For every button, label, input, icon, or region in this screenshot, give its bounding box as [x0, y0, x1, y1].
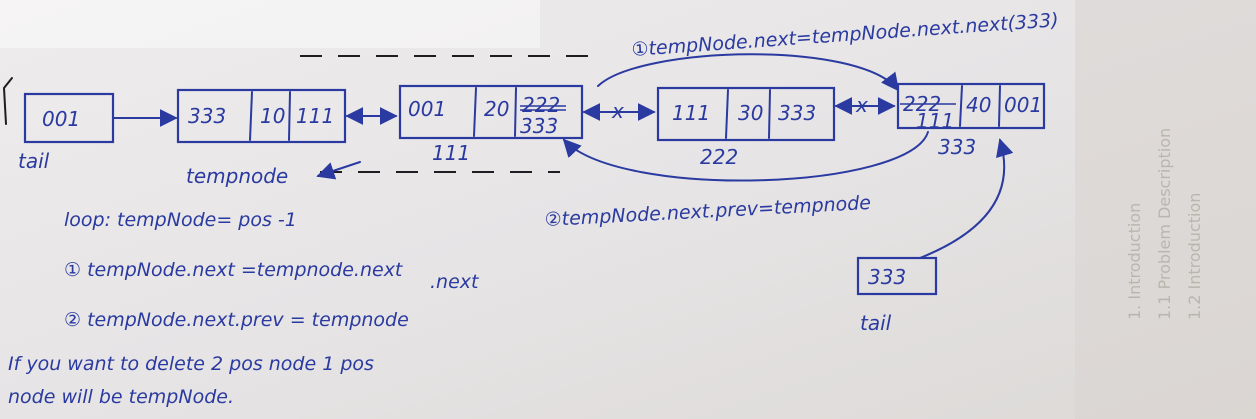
- node-111-next-old: 222: [522, 93, 560, 117]
- temp-node-label: tempnode: [186, 164, 288, 188]
- node-111-prev: 001: [408, 97, 446, 121]
- node-111-label: 111: [432, 141, 470, 165]
- node-333-label: 333: [938, 135, 976, 159]
- tail-box-label: tail: [860, 311, 892, 335]
- note-delete-line1: If you want to delete 2 pos node 1 pos: [8, 353, 374, 375]
- arrow-next-to-333: [597, 53, 900, 92]
- cut-mark-left: x: [611, 99, 624, 123]
- arrow-prev-to-111: [562, 131, 929, 182]
- arrow-tail-to-333: [919, 138, 1014, 259]
- note-step1-line2: .next: [430, 271, 480, 293]
- note-step1-line1: ① tempNode.next =tempnode.next: [64, 259, 404, 281]
- note-step2: ② tempNode.next.prev = tempnode: [64, 309, 409, 331]
- node-111: 001 20 222 333 111: [398, 84, 584, 165]
- top-step-annotation: ①tempNode.next=tempNode.next.next(333): [631, 9, 1060, 61]
- note-delete-line2: node will be tempNode.: [8, 386, 234, 408]
- node-333-data: 40: [966, 93, 991, 117]
- node-111-next-new: 333: [520, 114, 558, 138]
- temp-node-next: 111: [296, 104, 334, 128]
- node-222-next: 333: [778, 101, 816, 125]
- node-222-label: 222: [700, 145, 738, 169]
- tail-box: 333 tail: [856, 256, 938, 335]
- node-333-next: 001: [1004, 93, 1042, 117]
- tail-node-label: tail: [18, 149, 50, 173]
- temp-node-prev: 333: [188, 104, 226, 128]
- arrow-to-tempnode-label: [316, 161, 361, 180]
- node-222: 111 30 333 222: [656, 86, 836, 169]
- mid-step-annotation: ②tempNode.next.prev=tempnode: [544, 192, 871, 231]
- node-333: 222 40 001 111 333: [896, 82, 1046, 159]
- pencil-mark-left: [3, 77, 13, 125]
- bg-text-2: 1.1 Problem Description: [1155, 128, 1174, 320]
- node-333-prev-new: 111: [916, 109, 954, 133]
- temp-node: 333 10 111 tempnode: [176, 88, 347, 188]
- bg-text-3: 1.2 Introduction: [1185, 193, 1204, 320]
- bg-text-1: 1. Introduction: [1125, 203, 1144, 320]
- note-loop: loop: tempNode= pos -1: [64, 209, 297, 231]
- cut-mark-right: x: [855, 93, 868, 117]
- tail-node: 001 tail: [18, 92, 115, 173]
- temp-node-data: 10: [260, 104, 285, 128]
- node-222-data: 30: [738, 101, 763, 125]
- node-222-prev: 111: [672, 101, 710, 125]
- tail-box-value: 333: [868, 265, 906, 289]
- tail-node-cell: 001: [42, 107, 80, 131]
- node-111-data: 20: [484, 97, 509, 121]
